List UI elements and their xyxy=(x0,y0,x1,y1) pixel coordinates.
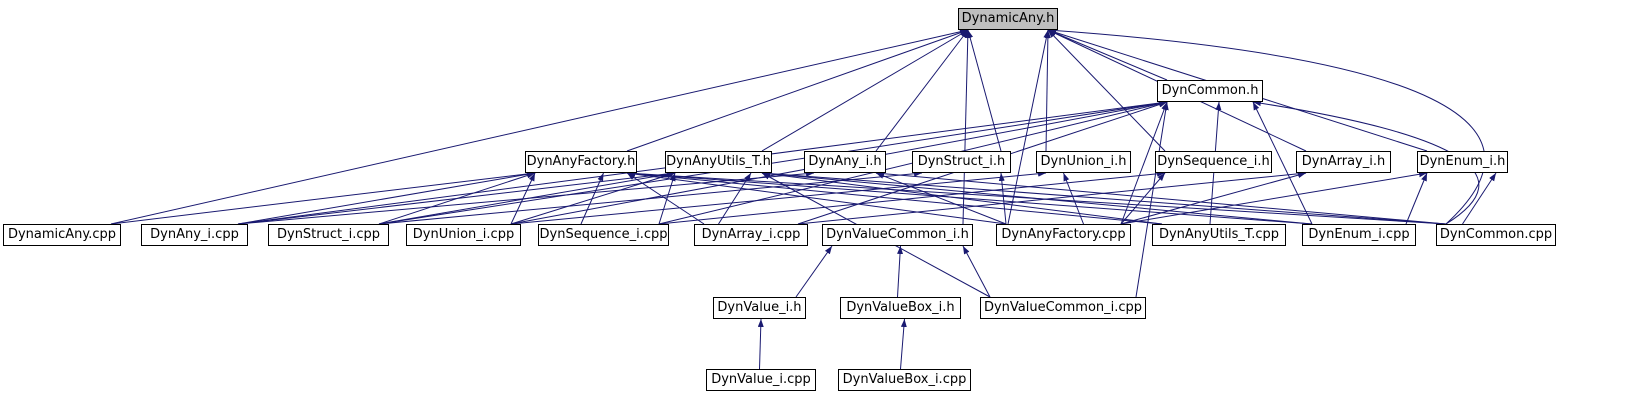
node-dynvaluecommon-i-cpp[interactable]: DynValueCommon_i.cpp xyxy=(980,297,1146,319)
node-dyncommon-cpp[interactable]: DynCommon.cpp xyxy=(1436,224,1556,246)
node-dynany-i-h[interactable]: DynAny_i.h xyxy=(804,151,886,173)
node-dynanyfactory-h[interactable]: DynAnyFactory.h xyxy=(525,151,637,173)
node-dynarray-i-cpp[interactable]: DynArray_i.cpp xyxy=(694,224,808,246)
node-dynanyutils-t-cpp[interactable]: DynAnyUtils_T.cpp xyxy=(1152,224,1286,246)
node-dynstruct-i-cpp[interactable]: DynStruct_i.cpp xyxy=(268,224,389,246)
node-dynany-i-cpp[interactable]: DynAny_i.cpp xyxy=(141,224,248,246)
node-dynarray-i-h[interactable]: DynArray_i.h xyxy=(1296,151,1391,173)
node-dynunion-i-cpp[interactable]: DynUnion_i.cpp xyxy=(406,224,521,246)
node-dynvaluebox-i-h[interactable]: DynValueBox_i.h xyxy=(840,297,961,319)
node-dynanyfactory-cpp[interactable]: DynAnyFactory.cpp xyxy=(996,224,1131,246)
node-dynsequence-i-h[interactable]: DynSequence_i.h xyxy=(1155,151,1272,173)
node-dynvaluecommon-i-h[interactable]: DynValueCommon_i.h xyxy=(822,224,973,246)
node-dynenum-i-cpp[interactable]: DynEnum_i.cpp xyxy=(1302,224,1416,246)
node-dynsequence-i-cpp[interactable]: DynSequence_i.cpp xyxy=(538,224,669,246)
node-dynvalue-i-h[interactable]: DynValue_i.h xyxy=(713,297,806,319)
node-dynamicany-h[interactable]: DynamicAny.h xyxy=(958,8,1058,30)
node-dynvaluebox-i-cpp[interactable]: DynValueBox_i.cpp xyxy=(838,369,971,391)
node-dynvalue-i-cpp[interactable]: DynValue_i.cpp xyxy=(706,369,816,391)
node-dynanyutils-t-h[interactable]: DynAnyUtils_T.h xyxy=(665,151,772,173)
node-dynamicany-cpp[interactable]: DynamicAny.cpp xyxy=(3,224,121,246)
node-dyncommon-h[interactable]: DynCommon.h xyxy=(1157,80,1263,102)
node-dynunion-i-h[interactable]: DynUnion_i.h xyxy=(1036,151,1131,173)
node-dynenum-i-h[interactable]: DynEnum_i.h xyxy=(1417,151,1508,173)
node-dynstruct-i-h[interactable]: DynStruct_i.h xyxy=(912,151,1011,173)
